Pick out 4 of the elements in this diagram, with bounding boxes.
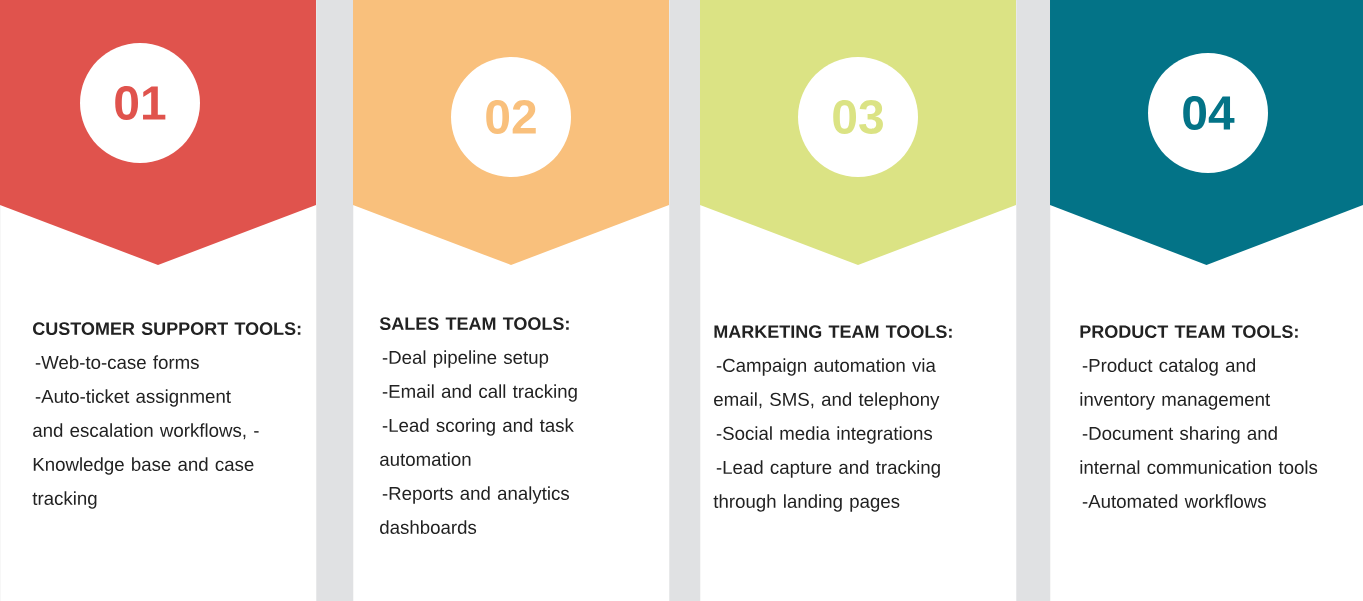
node-label: 02	[486, 100, 536, 134]
node-label: 03	[833, 99, 883, 135]
node-label: 04	[1183, 96, 1235, 130]
node-label: 01	[115, 86, 166, 120]
